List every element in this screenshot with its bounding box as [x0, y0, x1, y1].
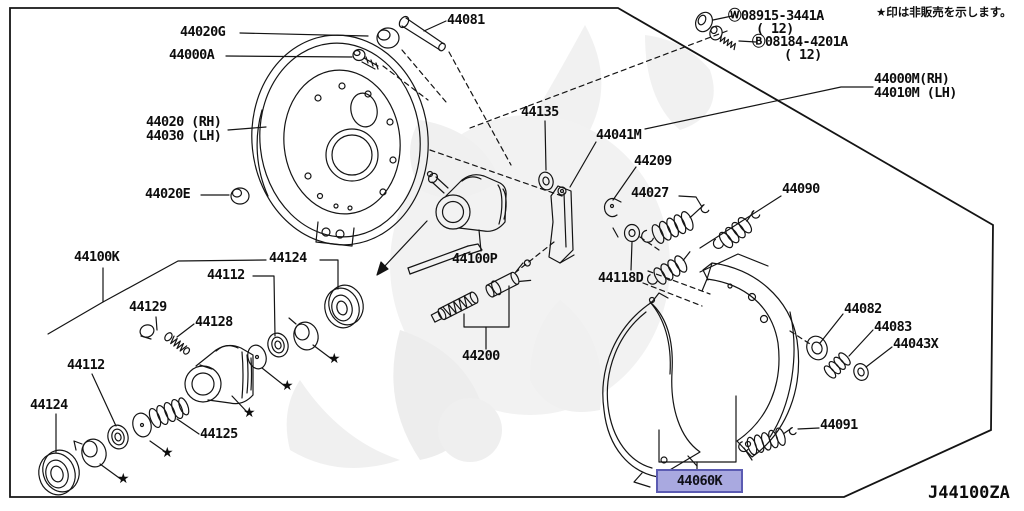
kit-seal-left-44112-drawing [107, 424, 129, 450]
direction-arrow [376, 220, 428, 276]
non-sale-star-icon: ★ [161, 445, 174, 461]
grommet-44020E-drawing [230, 187, 250, 205]
part-label-44041M[interactable]: 44041M [596, 127, 642, 143]
part-label-44030-lh[interactable]: 44030 (LH) [146, 128, 222, 144]
part-label-44020-rh[interactable]: 44020 (RH) [146, 114, 222, 130]
part-label-44060K-highlighted[interactable]: 44060K [656, 469, 743, 493]
spring-44091-drawing [738, 427, 797, 456]
part-label-44083[interactable]: 44083 [874, 319, 912, 335]
non-sale-star-icon: ★ [117, 471, 130, 487]
brake-shoe-right-drawing [699, 253, 800, 461]
wheel-cylinder-44100P-drawing [426, 170, 507, 232]
part-label-44100P[interactable]: 44100P [452, 251, 498, 267]
kit-bleeder-44128-drawing [164, 332, 191, 355]
spring-44125-drawing [148, 397, 190, 429]
kit-bearing-left-44124-drawing [38, 449, 80, 496]
part-label-08915-3441A[interactable]: Ⓦ08915-3441A [728, 8, 824, 24]
spring-44027-drawing [641, 204, 710, 244]
part-label-44209[interactable]: 44209 [634, 153, 672, 169]
part-label-44082[interactable]: 44082 [844, 301, 882, 317]
part-label-44043X[interactable]: 44043X [893, 336, 939, 352]
part-label-44112-top[interactable]: 44112 [207, 267, 245, 283]
part-label-44125[interactable]: 44125 [200, 426, 238, 442]
part-label-44090[interactable]: 44090 [782, 181, 820, 197]
part-label-08184-qty: ( 12) [784, 47, 822, 63]
part-label-44100K[interactable]: 44100K [74, 249, 120, 265]
washer-44135-drawing [538, 171, 554, 191]
non-sale-star-icon: ★ [328, 351, 341, 367]
part-label-44020E[interactable]: 44020E [145, 186, 191, 202]
diagram-border [9, 7, 994, 498]
kit-cylinder-body-drawing [184, 344, 254, 405]
kit-bearing-right-44124-drawing [324, 284, 364, 329]
part-label-08915-qty: ( 12) [756, 21, 794, 37]
backing-plate-drawing [251, 34, 429, 247]
part-label-44128[interactable]: 44128 [195, 314, 233, 330]
part-label-44124-top[interactable]: 44124 [269, 250, 307, 266]
kit-disc-left-drawing [132, 412, 152, 438]
watermark-graphic [286, 25, 714, 468]
part-label-44027[interactable]: 44027 [631, 185, 669, 201]
bolt-08184-drawing [709, 25, 736, 51]
part-label-44000A[interactable]: 44000A [169, 47, 215, 63]
part-label-44020G[interactable]: 44020G [180, 24, 226, 40]
assembly-dashed-lines [382, 30, 811, 345]
part-label-44081[interactable]: 44081 [447, 12, 485, 28]
spring-44083-drawing [823, 352, 851, 379]
kit-disc-right-drawing [247, 344, 267, 370]
non-sale-note: ★印は非販売を示します。 [876, 5, 1012, 19]
kit-cap-44129-drawing [139, 324, 155, 340]
ring-44043X-drawing [853, 363, 869, 381]
adjuster-44200-drawing [430, 259, 532, 323]
part-label-44112-left[interactable]: 44112 [67, 357, 105, 373]
part-label-44135[interactable]: 44135 [521, 104, 559, 120]
part-label-44000M-rh[interactable]: 44000M(RH) [874, 71, 950, 87]
kit-piston-left-drawing [73, 438, 107, 468]
grommet-44020G-drawing [376, 27, 400, 49]
part-label-44124-left[interactable]: 44124 [30, 397, 68, 413]
kit-piston-right-drawing [288, 317, 319, 351]
leader-lines [47, 15, 893, 481]
bolt-44000A-drawing [352, 48, 379, 70]
clip-44209-drawing [603, 197, 622, 238]
part-label-44091[interactable]: 44091 [820, 417, 858, 433]
diagram-code: J44100ZA [928, 483, 1010, 503]
kit-seal-right-44112-drawing [267, 332, 289, 358]
non-sale-star-icon: ★ [281, 378, 294, 394]
part-label-44200[interactable]: 44200 [462, 348, 500, 364]
part-label-44010M-lh[interactable]: 44010M (LH) [874, 85, 957, 101]
pin-44081-drawing [398, 15, 446, 52]
lever-44041M-drawing [548, 185, 575, 264]
part-label-44118D[interactable]: 44118D [598, 270, 644, 286]
washer-08915-drawing [695, 11, 713, 33]
non-sale-star-icon: ★ [243, 405, 256, 421]
spring-upper-right-drawing [712, 210, 761, 249]
washer-44082-drawing [806, 335, 828, 361]
part-label-44129[interactable]: 44129 [129, 299, 167, 315]
part-label-08184-4201A[interactable]: Ⓑ08184-4201A [752, 34, 848, 50]
spring-lower-44090-drawing [646, 251, 691, 285]
strut-rod-drawing [407, 243, 483, 275]
